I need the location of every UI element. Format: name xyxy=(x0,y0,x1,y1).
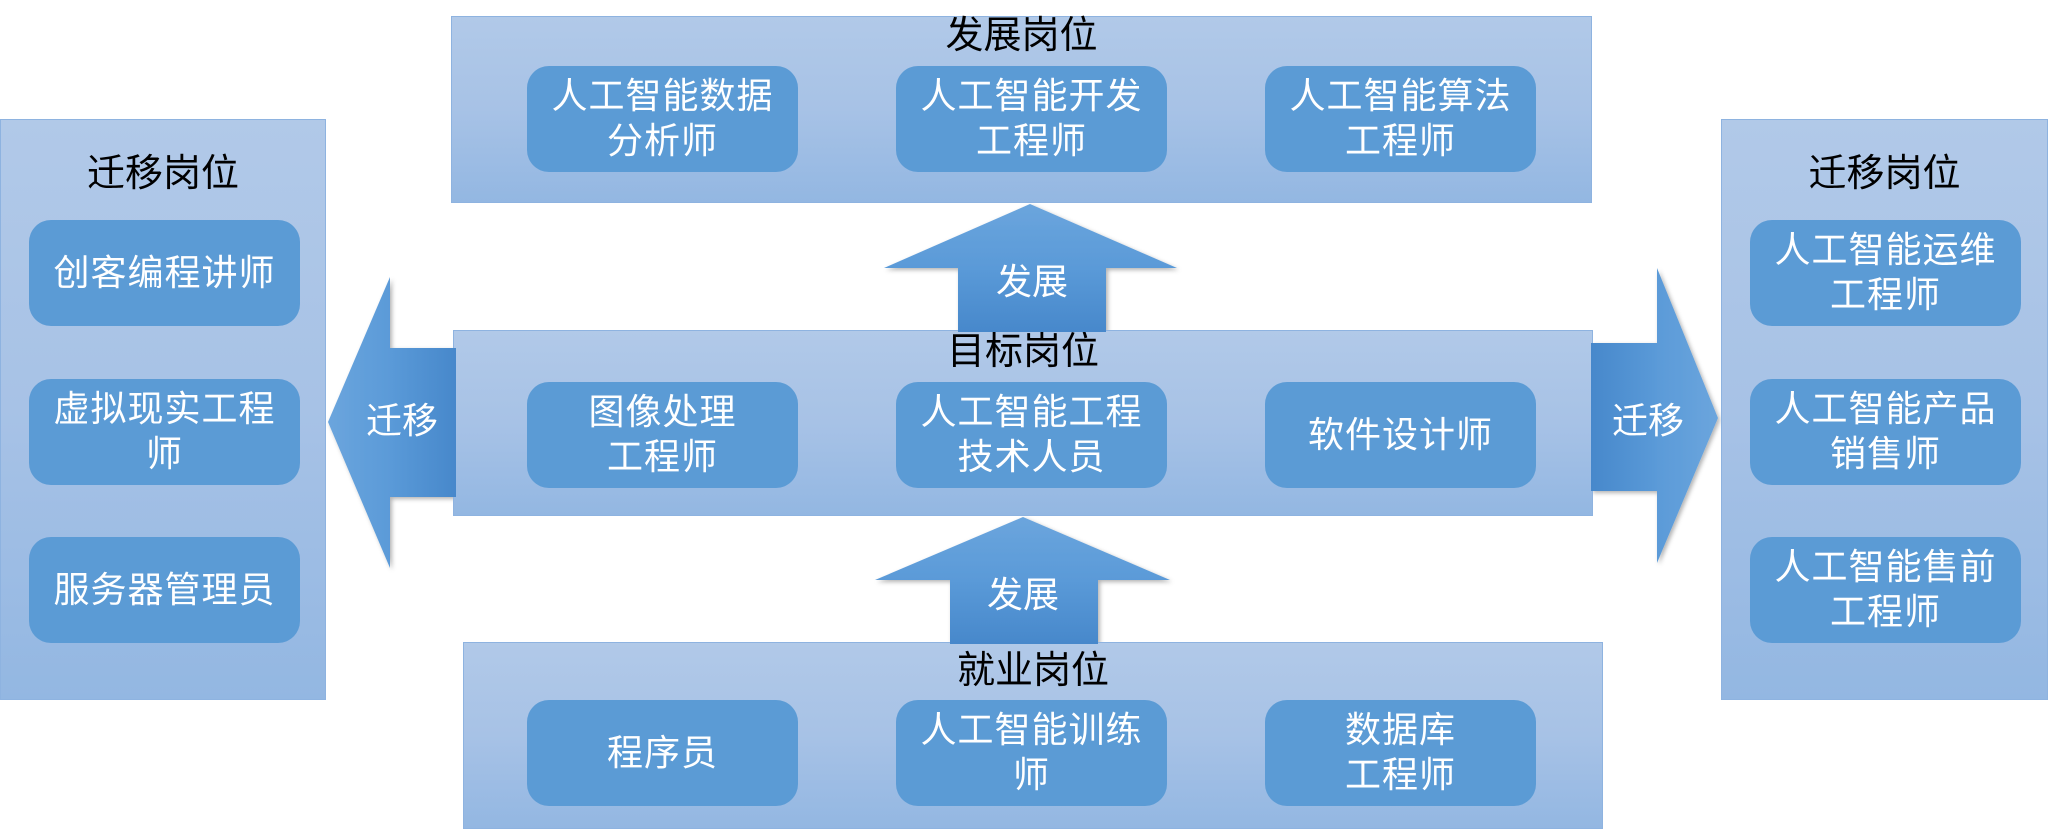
target-item[interactable]: 图像处理工程师 xyxy=(527,382,798,488)
item-line: 数据库 xyxy=(1344,710,1456,751)
target-title: 目标岗位 xyxy=(946,329,1099,373)
item-line: 人工智能售前 xyxy=(1774,547,1997,588)
item-line: 虚拟现实工程 xyxy=(53,389,276,430)
target-item[interactable]: 软件设计师 xyxy=(1265,382,1536,488)
item-line: 软件设计师 xyxy=(1307,414,1493,456)
development-item[interactable]: 人工智能开发工程师 xyxy=(896,66,1167,172)
item-line: 服务器管理员 xyxy=(53,569,276,611)
item-line: 人工智能工程 xyxy=(920,392,1143,433)
item-line: 销售师 xyxy=(1829,434,1941,475)
transfer-right-item[interactable]: 人工智能售前工程师 xyxy=(1750,537,2021,643)
development-item[interactable]: 人工智能算法工程师 xyxy=(1265,66,1536,172)
item-line: 人工智能数据 xyxy=(551,76,774,117)
item-line: 程序员 xyxy=(606,732,718,774)
transfer-right-title: 迁移岗位 xyxy=(1808,151,1961,195)
development-item[interactable]: 人工智能数据分析师 xyxy=(527,66,798,172)
transfer-left-title: 迁移岗位 xyxy=(86,151,239,195)
item-line: 工程师 xyxy=(975,121,1087,162)
item-line: 图像处理 xyxy=(588,392,737,433)
employment-item[interactable]: 人工智能训练师 xyxy=(896,700,1167,806)
item-line: 创客编程讲师 xyxy=(53,252,276,294)
item-line: 人工智能开发 xyxy=(920,76,1143,117)
item-line: 人工智能训练 xyxy=(920,710,1143,751)
item-line: 技术人员 xyxy=(957,437,1106,478)
item-line: 工程师 xyxy=(1344,755,1456,796)
item-line: 分析师 xyxy=(606,121,718,162)
transfer-left-item[interactable]: 服务器管理员 xyxy=(29,537,300,643)
item-line: 师 xyxy=(1012,755,1050,796)
target-item[interactable]: 人工智能工程技术人员 xyxy=(896,382,1167,488)
item-line: 师 xyxy=(145,434,183,475)
item-line: 工程师 xyxy=(606,437,718,478)
transfer-left-item[interactable]: 虚拟现实工程师 xyxy=(29,379,300,485)
item-line: 人工智能产品 xyxy=(1774,389,1997,430)
item-line: 工程师 xyxy=(1829,592,1941,633)
transfer-right-item[interactable]: 人工智能运维工程师 xyxy=(1750,220,2021,326)
item-line: 人工智能算法 xyxy=(1289,76,1512,117)
employment-title: 就业岗位 xyxy=(956,648,1109,692)
arrow-left-label: 迁移 xyxy=(365,401,438,442)
arrow-up-top-label: 发展 xyxy=(995,262,1068,303)
item-line: 工程师 xyxy=(1344,121,1456,162)
development-title: 发展岗位 xyxy=(945,13,1098,57)
arrow-right-label: 迁移 xyxy=(1611,401,1684,442)
employment-item[interactable]: 数据库工程师 xyxy=(1265,700,1536,806)
item-line: 人工智能运维 xyxy=(1774,230,1997,271)
transfer-right-item[interactable]: 人工智能产品销售师 xyxy=(1750,379,2021,485)
transfer-left-item[interactable]: 创客编程讲师 xyxy=(29,220,300,326)
item-line: 工程师 xyxy=(1829,275,1941,316)
employment-item[interactable]: 程序员 xyxy=(527,700,798,806)
arrow-up-bottom-label: 发展 xyxy=(986,575,1059,616)
